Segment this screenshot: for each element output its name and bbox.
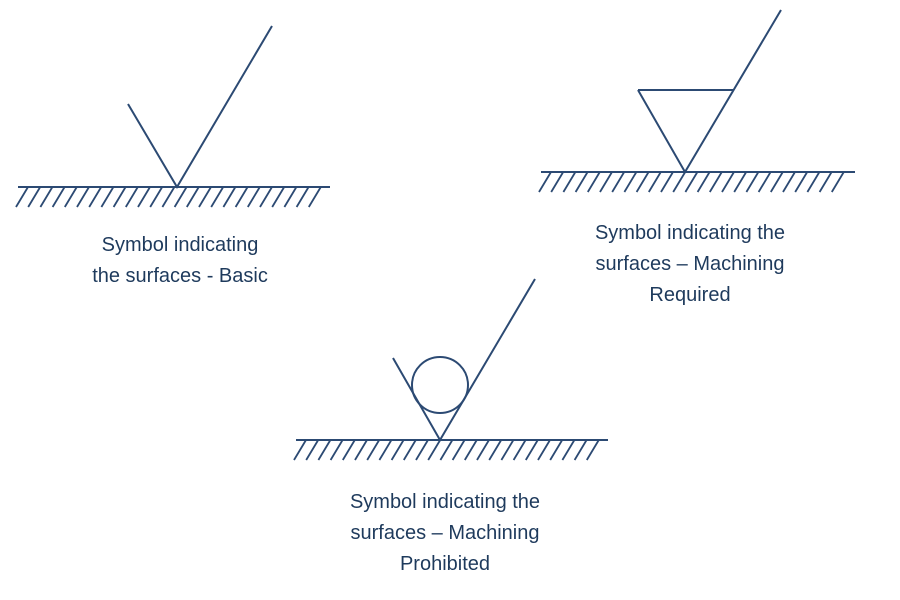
hatch-line bbox=[709, 171, 723, 193]
hatch-line bbox=[198, 186, 212, 208]
hatch-line bbox=[500, 439, 515, 461]
check-mark-symbol bbox=[127, 25, 273, 189]
hatch-line bbox=[586, 439, 600, 461]
hatch-line bbox=[538, 171, 552, 193]
hatch-line bbox=[366, 439, 380, 461]
surface-hatching bbox=[15, 186, 322, 208]
machining-required-symbol bbox=[538, 9, 855, 193]
hatch-line bbox=[806, 171, 821, 193]
hatch-line bbox=[283, 186, 298, 208]
hatch-line bbox=[149, 186, 163, 208]
hatch-line bbox=[757, 171, 772, 193]
hatch-line bbox=[635, 171, 650, 193]
hatch-line bbox=[587, 171, 601, 193]
hatch-line bbox=[295, 186, 310, 208]
caption-line: Symbol indicating the bbox=[594, 222, 786, 244]
hatch-line bbox=[573, 439, 588, 461]
hatch-line bbox=[439, 439, 454, 461]
hatch-line bbox=[611, 171, 625, 193]
hatch-line bbox=[660, 171, 674, 193]
hatch-line bbox=[186, 186, 200, 208]
caption-line: Symbol indicating bbox=[101, 234, 259, 256]
caption-line: surfaces – Machining bbox=[595, 253, 785, 275]
machining-prohibited-symbol bbox=[293, 278, 608, 461]
hatch-line bbox=[831, 171, 845, 193]
hatch-line bbox=[64, 186, 78, 208]
hatch-line bbox=[562, 171, 577, 193]
hatch-line bbox=[247, 186, 261, 208]
check-mark-symbol bbox=[392, 278, 536, 442]
machining-prohibited-caption: Symbol indicating the surfaces – Machini… bbox=[295, 487, 595, 580]
hatch-line bbox=[550, 171, 564, 193]
hatch-line bbox=[648, 171, 662, 193]
surface-hatching bbox=[293, 439, 600, 461]
hatch-line bbox=[222, 186, 237, 208]
hatch-line bbox=[574, 171, 589, 193]
hatch-line bbox=[234, 186, 249, 208]
hatch-line bbox=[464, 439, 478, 461]
hatch-line bbox=[39, 186, 54, 208]
hatch-line bbox=[794, 171, 808, 193]
hatch-line bbox=[415, 439, 429, 461]
hatch-line bbox=[317, 439, 332, 461]
hatch-line bbox=[561, 439, 576, 461]
hatch-line bbox=[599, 171, 613, 193]
hatch-line bbox=[51, 186, 66, 208]
check-mark-symbol bbox=[637, 9, 782, 174]
hatch-line bbox=[329, 439, 344, 461]
hatch-line bbox=[271, 186, 285, 208]
hatch-line bbox=[818, 171, 833, 193]
hatch-line bbox=[15, 186, 29, 208]
hatch-line bbox=[88, 186, 102, 208]
hatch-line bbox=[770, 171, 784, 193]
surface-hatching bbox=[538, 171, 845, 193]
basic-surface-symbol bbox=[15, 25, 330, 208]
hatch-line bbox=[27, 186, 41, 208]
hatch-line bbox=[112, 186, 127, 208]
hatch-line bbox=[137, 186, 151, 208]
caption-line: Required bbox=[649, 284, 731, 306]
hatch-line bbox=[549, 439, 563, 461]
hatch-line bbox=[512, 439, 527, 461]
hatch-line bbox=[161, 186, 176, 208]
hatch-line bbox=[696, 171, 711, 193]
hatch-line bbox=[293, 439, 307, 461]
hatch-line bbox=[525, 439, 539, 461]
hatch-line bbox=[427, 439, 441, 461]
hatch-line bbox=[721, 171, 735, 193]
hatch-line bbox=[173, 186, 188, 208]
caption-line: surfaces – Machining bbox=[350, 522, 540, 544]
hatch-line bbox=[308, 186, 322, 208]
hatch-line bbox=[745, 171, 760, 193]
hatch-line bbox=[76, 186, 90, 208]
machining-required-caption: Symbol indicating the surfaces – Machini… bbox=[540, 218, 840, 311]
hatch-line bbox=[354, 439, 368, 461]
hatch-line bbox=[390, 439, 405, 461]
hatch-line bbox=[125, 186, 139, 208]
hatch-line bbox=[100, 186, 115, 208]
inscribed-circle bbox=[411, 356, 469, 414]
caption-line: Symbol indicating the bbox=[349, 491, 541, 513]
hatch-line bbox=[403, 439, 417, 461]
hatch-line bbox=[488, 439, 502, 461]
hatch-line bbox=[451, 439, 466, 461]
caption-line: the surfaces - Basic bbox=[92, 265, 268, 287]
hatch-line bbox=[537, 439, 551, 461]
basic-symbol-caption: Symbol indicating the surfaces - Basic bbox=[40, 230, 320, 292]
hatch-line bbox=[259, 186, 273, 208]
hatch-line bbox=[672, 171, 686, 193]
hatch-line bbox=[342, 439, 356, 461]
hatch-line bbox=[305, 439, 319, 461]
hatch-line bbox=[476, 439, 490, 461]
hatch-line bbox=[378, 439, 393, 461]
hatch-line bbox=[782, 171, 796, 193]
hatch-line bbox=[733, 171, 747, 193]
hatch-line bbox=[684, 171, 699, 193]
caption-line: Prohibited bbox=[399, 553, 491, 575]
hatch-line bbox=[210, 186, 224, 208]
hatch-line bbox=[623, 171, 638, 193]
